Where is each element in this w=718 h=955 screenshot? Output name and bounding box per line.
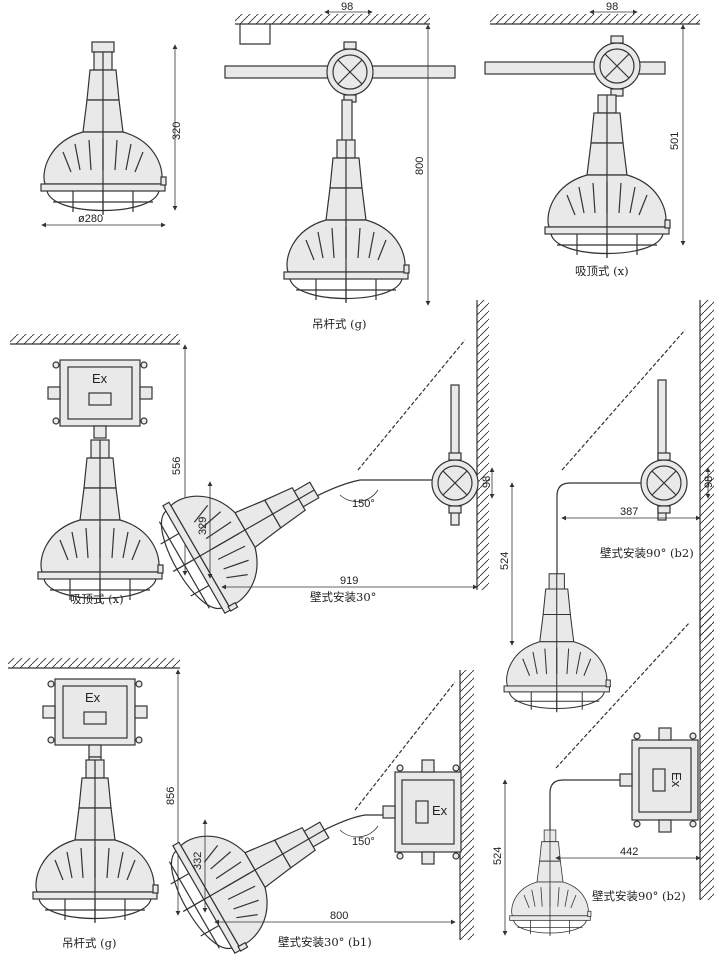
dim-reach: 919 (340, 575, 358, 587)
dim-box: 98 (606, 1, 618, 13)
dim-angle: 150° (352, 498, 375, 510)
caption: 吊杆式 (g) (312, 317, 367, 331)
dim-height: 524 (492, 847, 504, 865)
dim-height: 856 (165, 787, 177, 805)
dim-height: 320 (171, 122, 183, 140)
figure-wall-30: 329 919 150° 98 壁式安装30° (141, 300, 495, 627)
dim-angle: 150° (352, 836, 375, 848)
figure-ceiling-x: 98 501 吸顶式 (x) (484, 1, 700, 278)
dim-reach: 442 (620, 846, 638, 858)
caption: 吸顶式 (x) (70, 592, 124, 606)
caption: 吸顶式 (x) (575, 264, 629, 278)
figure-rod-pendant-ex-g: Ex 856 吊杆式 (g) (8, 658, 181, 950)
dim-box: 98 (703, 476, 715, 488)
dim-height: 524 (499, 552, 511, 570)
caption: 吊杆式 (g) (62, 936, 117, 950)
dim-box: 98 (341, 1, 353, 13)
caption: 壁式安装30° (b1) (278, 935, 372, 949)
ex-label: Ex (669, 772, 684, 788)
dim-height: 800 (414, 157, 426, 175)
dim-drop: 329 (197, 517, 209, 535)
dim-drop: 332 (192, 852, 204, 870)
caption: 壁式安装90° (b2) (592, 889, 686, 903)
figure-wall-30-b1: Ex 332 800 150° 壁式安装30° (b1) (151, 670, 474, 955)
dim-height: 556 (171, 457, 183, 475)
figure-ceiling-ex-x: Ex 556 吸顶式 (x) (10, 334, 188, 606)
caption: 壁式安装90° (b2) (600, 546, 694, 560)
figure-wall-90-b2: 387 98 524 壁式安装90° (b2) (499, 300, 715, 713)
figure-rod-pendant-g: 98 800 吊杆式 (g) (224, 1, 456, 331)
dim-box: 98 (481, 476, 493, 488)
figure-pendant-lamp-basic: 320 ø280 (40, 41, 183, 228)
ex-label: Ex (92, 371, 108, 386)
caption: 壁式安装30° (310, 590, 376, 604)
dim-reach: 387 (620, 506, 638, 518)
ex-label: Ex (432, 803, 448, 818)
figure-wall-90-ex-b2: Ex 442 524 壁式安装90° (b2) (492, 610, 714, 937)
dim-height: 501 (669, 132, 681, 150)
ex-label: Ex (85, 690, 101, 705)
dim-reach: 800 (330, 910, 348, 922)
dim-diameter: ø280 (78, 213, 103, 225)
